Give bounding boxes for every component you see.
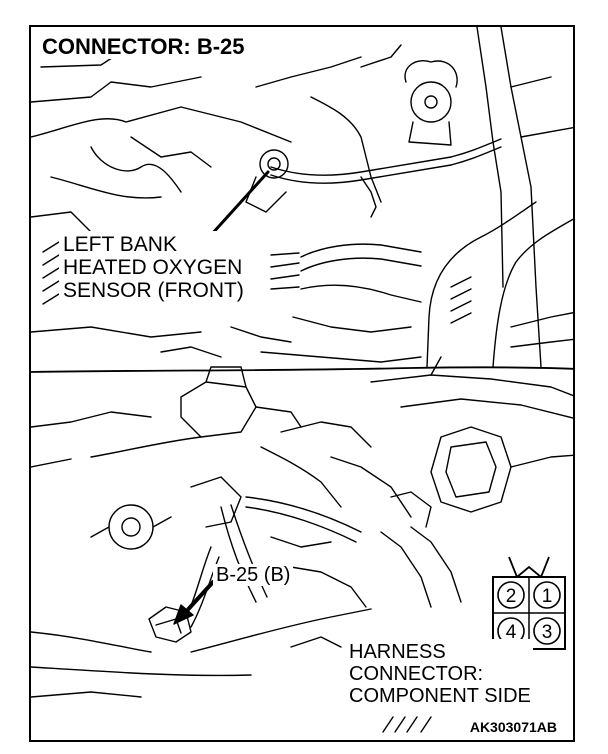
figure-code: AK303071AB [467,719,559,735]
view-divider [31,366,573,373]
harness-label-line: HARNESS [349,641,446,663]
connector-callout: B-25 (B) [213,564,294,586]
sensor-label-line: HEATED OXYGEN [63,256,243,279]
harness-connector-label: HARNESS CONNECTOR: COMPONENT SIDE [347,639,533,709]
pin-3 [533,617,561,645]
sensor-label-line: LEFT BANK [63,233,177,256]
connector-pin-diagram: 2 1 4 3 [492,556,566,650]
pin-2 [497,581,525,609]
harness-label-line: CONNECTOR: [349,663,484,685]
pin-label: 3 [542,622,553,643]
lower-engine-view [31,356,573,733]
diagram-title: CONNECTOR: B-25 [39,35,248,59]
sensor-label-line: SENSOR (FRONT) [63,279,244,302]
pin-1 [533,581,561,609]
pin-label: 2 [506,586,517,607]
pin-label: 1 [542,586,553,607]
diagram-frame: 2 1 4 3 CONNECTOR: B-25 LEFT BANK HEATED… [29,25,575,742]
engine-illustration [31,27,573,733]
harness-label-line: COMPONENT SIDE [349,685,531,707]
sensor-label: LEFT BANK HEATED OXYGEN SENSOR (FRONT) [59,231,248,304]
pin-label: 4 [506,622,517,643]
upper-engine-view [31,27,573,368]
